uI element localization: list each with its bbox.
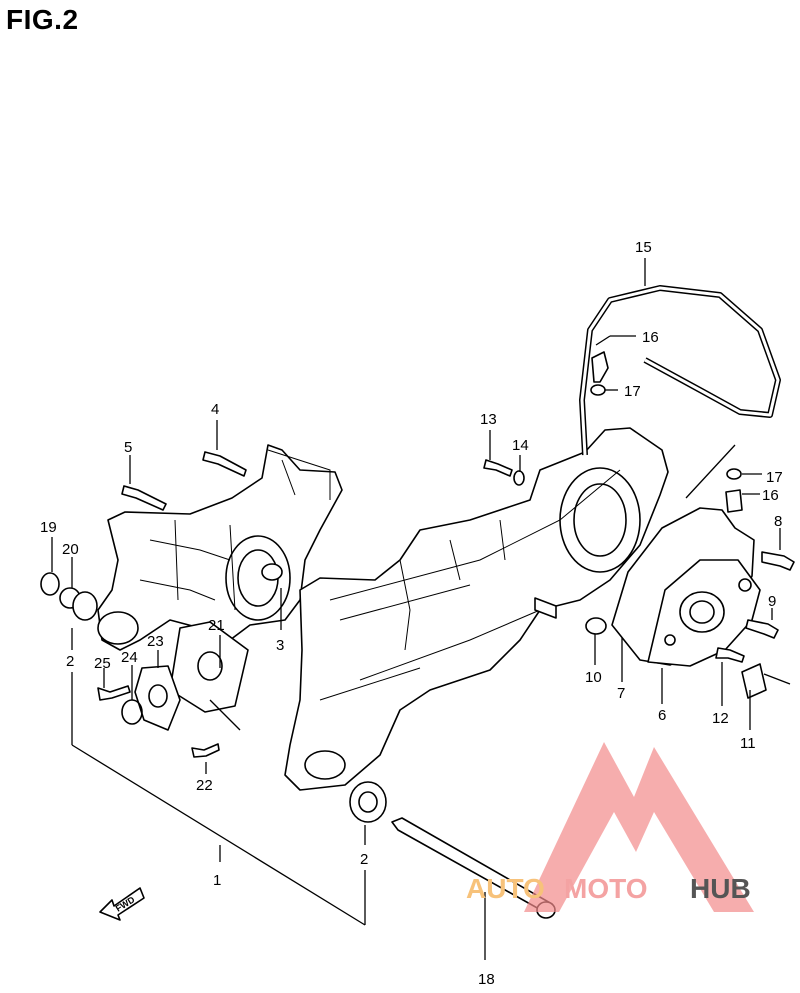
- bolt-4: [202, 451, 247, 477]
- washer-17-right: [726, 468, 742, 480]
- automotohub-watermark: AUTO MOTO HUB: [466, 742, 754, 912]
- clamp-11: [741, 663, 767, 699]
- main-crankcase: [284, 427, 669, 791]
- bolt-13: [483, 459, 513, 477]
- callout-1: 1: [213, 872, 221, 889]
- watermark-moto: MOTO: [564, 873, 647, 904]
- dowel-3: [261, 563, 283, 581]
- bolt-16-right: [725, 489, 743, 513]
- callout-12: 12: [712, 710, 729, 727]
- o-ring-24: [121, 699, 143, 725]
- callout-7: 7: [617, 685, 625, 702]
- callout-17: 17: [624, 383, 641, 400]
- watermark-logo-icon: [524, 742, 754, 912]
- callout-21: 21: [208, 617, 225, 634]
- callout-11: 11: [740, 735, 756, 752]
- callout-10: 10: [585, 669, 602, 686]
- callout-6: 6: [658, 707, 666, 724]
- bolt-22: [191, 743, 220, 758]
- watermark-auto: AUTO: [466, 873, 545, 904]
- bolt-9: [745, 619, 779, 639]
- washer-14: [513, 470, 525, 486]
- forward-direction-marker: FWD: [99, 887, 145, 921]
- callout-17: 17: [766, 469, 783, 486]
- callout-2: 2: [360, 851, 368, 868]
- left-bearings: [40, 572, 98, 621]
- bolt-8: [761, 551, 795, 571]
- callout-labels: 1 2 2 3 4 5 6 7 8 9 10 11 12 13 14 15 16…: [40, 239, 783, 988]
- callout-15: 15: [635, 239, 652, 256]
- callout-4: 4: [211, 401, 219, 418]
- callout-13: 13: [480, 411, 497, 428]
- bolt-5: [121, 485, 167, 511]
- callout-25: 25: [94, 655, 111, 672]
- callout-19: 19: [40, 519, 57, 536]
- bolt-12: [715, 647, 745, 663]
- callout-14: 14: [512, 437, 529, 454]
- callout-24: 24: [121, 649, 138, 666]
- figure-title: FIG.2: [6, 4, 79, 35]
- callout-5: 5: [124, 439, 132, 456]
- bolt-25: [97, 685, 131, 701]
- right-cover: [611, 507, 761, 667]
- callout-23: 23: [147, 633, 164, 650]
- watermark-hub: HUB: [690, 873, 751, 904]
- callout-20: 20: [62, 541, 79, 558]
- callout-3: 3: [276, 637, 284, 654]
- callout-22: 22: [196, 777, 213, 794]
- washer-17-top: [590, 384, 606, 396]
- callout-16: 16: [642, 329, 659, 346]
- bolt-16-top: [591, 351, 609, 383]
- callout-8: 8: [774, 513, 782, 530]
- callout-16: 16: [762, 487, 779, 504]
- callout-2: 2: [66, 653, 74, 670]
- leader-lines: [51, 258, 791, 960]
- callout-9: 9: [768, 593, 776, 610]
- callout-18: 18: [478, 971, 495, 988]
